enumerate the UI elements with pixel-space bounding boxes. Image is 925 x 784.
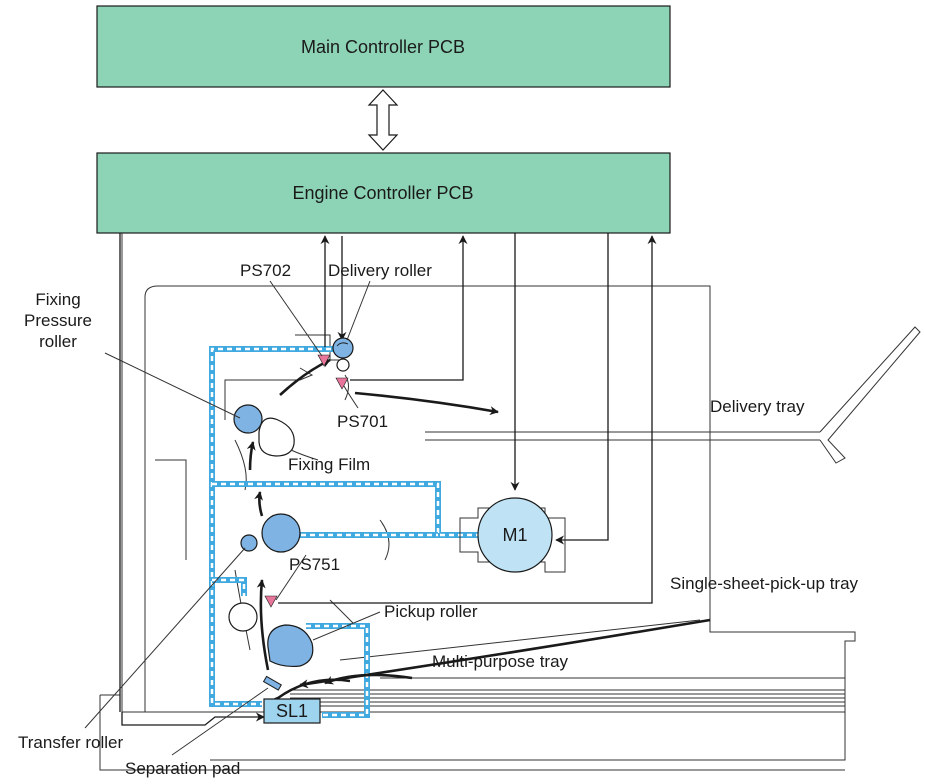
fixing-pressure-roller-label-line3: roller (39, 332, 77, 351)
motor-m1: M1 (459, 497, 566, 573)
fixing-pressure-roller (233, 404, 295, 457)
bidirectional-bus-arrow (367, 89, 399, 151)
leader-lines (84, 280, 381, 756)
ps702-label: PS702 (240, 261, 291, 280)
ps751-sensor-icon (264, 595, 278, 608)
printer-body-outline (99, 233, 856, 771)
motor-label: M1 (502, 525, 527, 545)
separation-pad (262, 675, 282, 691)
separation-pad-label: Separation pad (125, 759, 240, 778)
delivery-tray-label: Delivery tray (710, 397, 805, 416)
delivery-tray-shape (425, 326, 921, 464)
signal-lines (119, 233, 657, 726)
transfer-roller-label: Transfer roller (18, 733, 124, 752)
ps701-label: PS701 (337, 412, 388, 431)
photosensitive-drum (261, 513, 301, 553)
delivery-roller (332, 337, 354, 372)
delivery-driven-roller (336, 358, 350, 372)
pickup-roller-label: Pickup roller (384, 602, 478, 621)
ps751-signal-arrow (278, 235, 657, 604)
engine-controller-pcb: Engine Controller PCB (96, 152, 671, 234)
delivery-roller-label: Delivery roller (328, 261, 432, 280)
solenoid-label: SL1 (276, 701, 308, 721)
fixing-film-label: Fixing Film (288, 455, 370, 474)
wiring-harness (209, 346, 490, 718)
ps701-signal-arrow (350, 235, 468, 381)
multi-purpose-tray-shape (290, 677, 845, 707)
main-controller-label: Main Controller PCB (301, 37, 465, 57)
ps751-label: PS751 (289, 555, 340, 574)
fixing-pressure-roller-label-line2: Pressure (24, 311, 92, 330)
multi-purpose-tray-label: Multi-purpose tray (432, 652, 569, 671)
solenoid-drive-arrow (121, 712, 265, 726)
ps702-sensor-icon (317, 354, 331, 367)
feed-roller (228, 602, 258, 632)
fixing-pressure-roller-label-line1: Fixing (35, 290, 80, 309)
engine-controller-label: Engine Controller PCB (292, 183, 473, 203)
transfer-roller-group (240, 513, 301, 553)
single-sheet-tray-label: Single-sheet-pick-up tray (670, 574, 859, 593)
motor-feedback-arrow (555, 233, 609, 545)
transfer-roller (240, 534, 258, 552)
pickup-roller (267, 624, 314, 668)
main-controller-pcb: Main Controller PCB (96, 5, 671, 88)
paper-path (246, 358, 711, 706)
solenoid-sl1: SL1 (263, 698, 321, 724)
ps701-sensor-icon (335, 377, 349, 390)
fixing-film-shape (258, 417, 295, 457)
internal-paper-guides (224, 334, 701, 661)
